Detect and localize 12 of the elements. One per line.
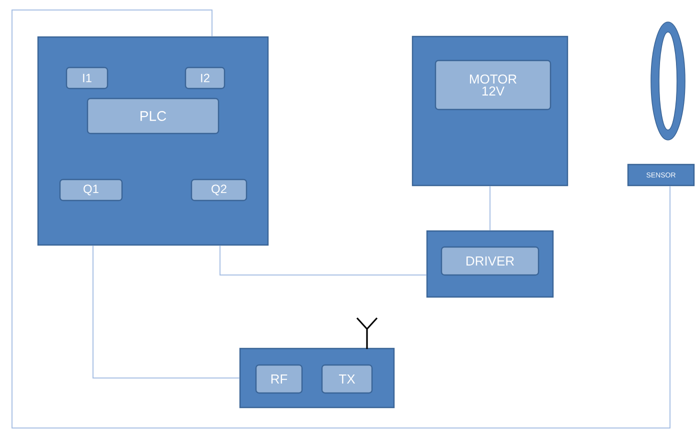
label-box: RF [255,364,303,394]
label-box: I1 [66,66,108,90]
label-box: PLC [86,98,220,134]
label-box: DRIVER [440,246,540,276]
label-box: TX [321,364,373,394]
wire [92,245,240,378]
label-box: Q1 [59,178,123,202]
wire [220,245,427,276]
label-box: I2 [184,66,226,90]
label-box: MOTOR 12V [434,60,552,110]
label-box: Q2 [190,178,248,202]
wire [12,10,670,428]
